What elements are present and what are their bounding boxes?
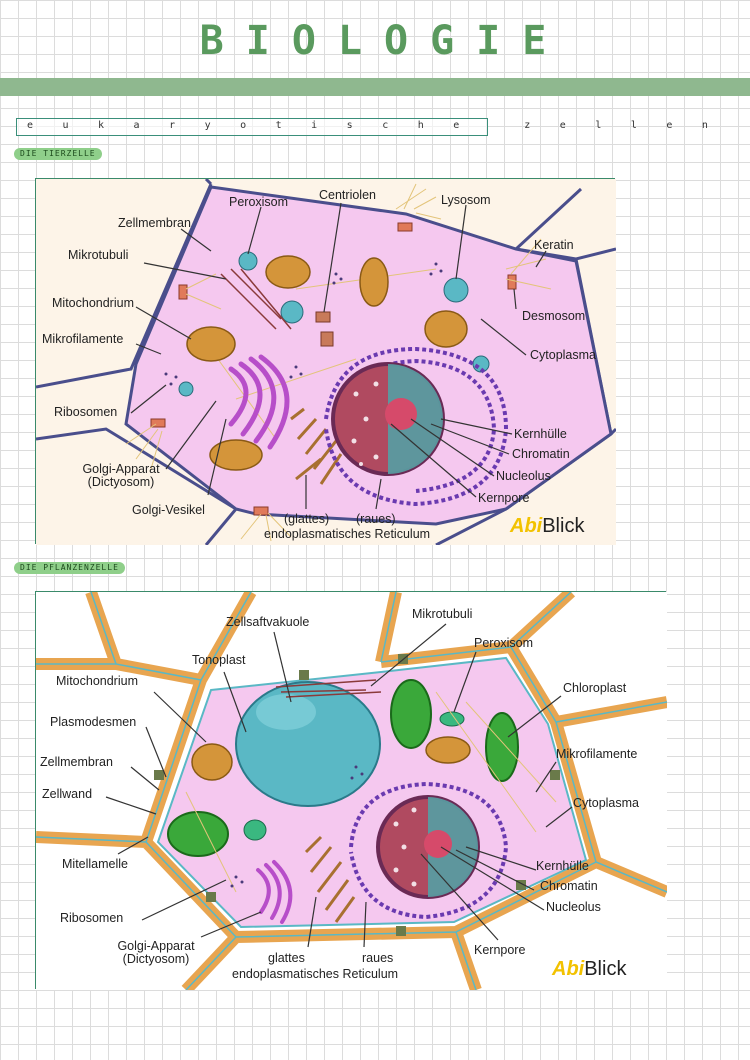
label-desmosom: Desmosom — [522, 309, 586, 323]
label-mikrofilamente: Mikrofilamente — [42, 332, 124, 346]
logo-blick: Blick — [542, 515, 585, 537]
label-mitochondrium: Mitochondrium — [52, 296, 134, 310]
label-kernpore: Kernpore — [478, 491, 530, 505]
plant-cell-diagram: Zellsaftvakuole Mikrotubuli Peroxisom To… — [35, 591, 667, 990]
section-label-plant: DIE PFLANZENZELLE — [14, 562, 125, 574]
label-zellsaftvakuole: Zellsaftvakuole — [226, 615, 310, 629]
label-cytoplasma: Cytoplasma — [530, 348, 596, 362]
label-nucleolus: Nucleolus — [546, 900, 601, 914]
label-golgi-apparat-line1: Golgi-Apparat — [82, 462, 160, 476]
label-mikrofilamente: Mikrofilamente — [556, 747, 638, 761]
label-mikrotubuli: Mikrotubuli — [412, 607, 473, 621]
label-kernpore: Kernpore — [474, 943, 526, 957]
label-golgi-apparat: Golgi-Apparat (Dictyosom) — [76, 463, 166, 489]
label-cytoplasma: Cytoplasma — [573, 796, 639, 810]
label-nucleolus: Nucleolus — [496, 469, 551, 483]
label-glattes: glattes — [268, 951, 305, 965]
label-peroxisom: Peroxisom — [229, 195, 289, 209]
section-label-animal: DIE TIERZELLE — [14, 148, 102, 160]
label-centriolen: Centriolen — [319, 188, 376, 202]
label-raues: (raues) — [356, 512, 396, 526]
label-plasmodesmen: Plasmodesmen — [50, 715, 137, 729]
label-chromatin: Chromatin — [540, 879, 598, 893]
label-zellmembran: Zellmembran — [40, 755, 113, 769]
label-er: endoplasmatisches Reticulum — [264, 527, 431, 541]
label-chloroplast: Chloroplast — [563, 681, 627, 695]
label-peroxisom: Peroxisom — [474, 636, 534, 650]
label-er: endoplasmatisches Reticulum — [232, 967, 399, 981]
logo-abi: Abi — [552, 958, 585, 980]
label-ribosomen: Ribosomen — [60, 911, 124, 925]
label-golgi-apparat: Golgi-Apparat (Dictyosom) — [108, 940, 204, 966]
label-lysosom: Lysosom — [441, 193, 491, 207]
animal-cell-illustration — [36, 179, 616, 545]
abiblick-logo-plant: AbiBlick — [552, 958, 626, 981]
label-glattes: (glattes) — [284, 512, 330, 526]
label-golgi-apparat-line2: (Dictyosom) — [122, 952, 190, 966]
animal-cell-diagram: Peroxisom Centriolen Lysosom Zellmembran… — [35, 178, 616, 545]
title-bar — [0, 78, 750, 96]
abiblick-logo-animal: AbiBlick — [510, 515, 584, 538]
label-mitellamelle: Mitellamelle — [62, 857, 128, 871]
page-title: BIOLOGIE — [199, 18, 569, 64]
label-zellwand: Zellwand — [42, 787, 93, 801]
label-golgi-vesikel: Golgi-Vesikel — [132, 503, 205, 517]
plant-cell-illustration — [36, 592, 667, 990]
label-kernhuelle: Kernhülle — [514, 427, 567, 441]
label-golgi-apparat-line1: Golgi-Apparat — [117, 939, 195, 953]
label-keratin: Keratin — [534, 238, 574, 252]
label-ribosomen: Ribosomen — [54, 405, 118, 419]
subtitle-text: eukaryotische zellen — [27, 120, 738, 131]
label-golgi-apparat-line2: (Dictyosom) — [87, 475, 155, 489]
subtitle-box: eukaryotische zellen — [16, 118, 708, 136]
logo-blick: Blick — [584, 958, 627, 980]
logo-abi: Abi — [510, 515, 543, 537]
label-raues: raues — [362, 951, 394, 965]
label-kernhuelle: Kernhülle — [536, 859, 589, 873]
label-tonoplast: Tonoplast — [192, 653, 246, 667]
label-mikrotubuli: Mikrotubuli — [68, 248, 129, 262]
label-zellmembran: Zellmembran — [118, 216, 191, 230]
label-chromatin: Chromatin — [512, 447, 570, 461]
label-mitochondrium: Mitochondrium — [56, 674, 138, 688]
